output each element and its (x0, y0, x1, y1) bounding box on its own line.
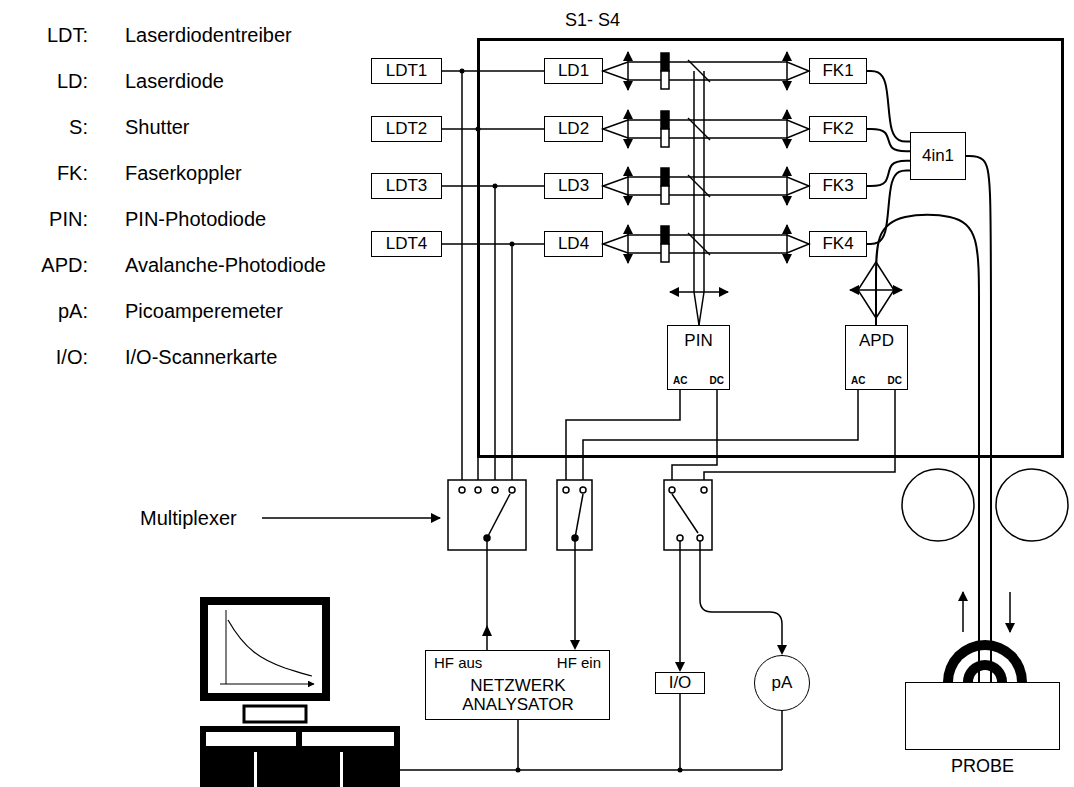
fibre-rollers (902, 469, 1068, 632)
driver-wires (462, 71, 512, 487)
computer (200, 601, 400, 787)
box-label: FK1 (822, 62, 853, 81)
box-label: LD4 (558, 235, 589, 254)
drive-cable (442, 243, 544, 245)
pin-label: AC (851, 375, 865, 386)
legend-abbreviation: FK: (57, 161, 88, 185)
box-label: 4in1 (922, 147, 954, 166)
box-label: LD2 (558, 120, 589, 139)
device-box: LDT4 (371, 231, 442, 257)
legend-abbreviation: LD: (57, 69, 88, 93)
legend-abbreviation: PIN: (49, 207, 88, 231)
box-label: pA (772, 674, 793, 693)
drive-cable (442, 185, 544, 187)
legend-description: PIN-Photodiode (125, 207, 266, 231)
detector-box: APD AC DC (845, 325, 908, 390)
optical-fibre (867, 170, 910, 244)
leader-arrow (262, 517, 440, 519)
detector-box: PIN AC DC (667, 325, 730, 390)
device-box: PROBE (905, 682, 1060, 750)
device-box: HF aus HF einNETZWERK ANALYSATOR (425, 650, 610, 720)
device-box: LD2 (544, 116, 603, 142)
pin-label: NETZWERK ANALYSATOR (448, 677, 588, 714)
box-label: FK4 (822, 235, 853, 254)
legend-abbreviation: pA: (58, 299, 88, 323)
device-box: FK2 (809, 116, 867, 142)
legend-description: Faserkoppler (125, 161, 242, 185)
meter-circle: pA (754, 655, 810, 711)
pin-beam (670, 71, 728, 325)
junction-dots (460, 69, 515, 247)
device-box: LD1 (544, 58, 603, 84)
box-label: LDT3 (386, 177, 428, 196)
box-label: I/O (669, 674, 692, 693)
box-label: PROBE (906, 757, 1059, 777)
detector-wires (566, 390, 895, 487)
pin-label: AC (673, 375, 687, 386)
optical-fibre (867, 129, 910, 151)
drive-cable (442, 128, 544, 130)
device-box: LDT3 (371, 173, 442, 199)
box-label: FK2 (822, 120, 853, 139)
device-box: FK1 (809, 58, 867, 84)
optical-fibre (867, 161, 910, 186)
optical-fibre (867, 71, 910, 142)
legend-abbreviation: S: (69, 115, 88, 139)
box-label: S1- S4 (565, 11, 620, 31)
box-label: APD (846, 332, 907, 351)
box-label: LD3 (558, 177, 589, 196)
switch-levers (484, 494, 698, 541)
box-label: PIN (668, 332, 729, 351)
legend-description: Laserdiode (125, 69, 224, 93)
device-box: FK4 (809, 231, 867, 257)
legend-abbreviation: LDT: (47, 23, 88, 47)
device-box: 4in1 (910, 132, 966, 180)
callout-label: Multiplexer (140, 506, 237, 530)
legend-description: Shutter (125, 115, 189, 139)
legend-description: Avalanche-Photodiode (125, 253, 326, 277)
box-label: LDT1 (386, 62, 428, 81)
device-box: I/O (655, 672, 705, 694)
device-box: LDT1 (371, 58, 442, 84)
legend-description: Laserdiodentreiber (125, 23, 292, 47)
multiplexer-switches (448, 480, 712, 550)
legend-description: Picoamperemeter (125, 299, 283, 323)
bus-dots (516, 768, 683, 773)
box-label: HF aus (434, 655, 482, 672)
pin-label: DC (710, 375, 724, 386)
optics (603, 52, 809, 263)
box-label: FK3 (822, 177, 853, 196)
legend-abbreviation: APD: (41, 253, 88, 277)
device-box: FK3 (809, 173, 867, 199)
device-box: LDT2 (371, 116, 442, 142)
optical-fibre (876, 215, 979, 682)
bus (390, 694, 782, 770)
box-label: LD1 (558, 62, 589, 81)
legend-description: I/O-Scannerkarte (125, 345, 277, 369)
pin-label: HF ein (557, 655, 601, 672)
signal-arrows (482, 625, 787, 672)
probe-rings (943, 640, 1027, 682)
signal-wires (487, 541, 782, 664)
legend-abbreviation: I/O: (56, 345, 88, 369)
pin-label: DC (888, 375, 902, 386)
drive-cable (442, 70, 544, 72)
box-label: LDT4 (386, 235, 428, 254)
device-box: LD3 (544, 173, 603, 199)
device-box: LD4 (544, 231, 603, 257)
housing-box: S1- S4LD1LD2LD3LD4FK1FK2FK3FK44in1PINACD… (477, 38, 1064, 458)
box-label: LDT2 (386, 120, 428, 139)
